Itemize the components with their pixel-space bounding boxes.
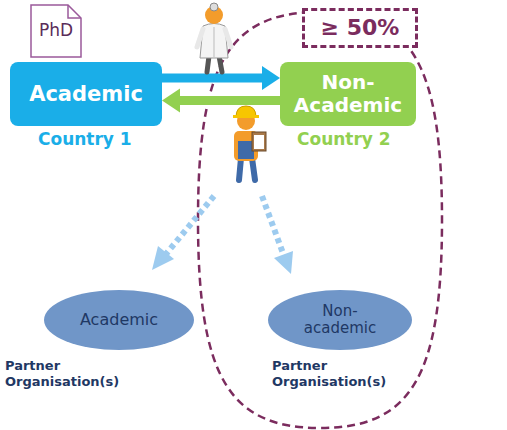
ellipse-fill [44, 290, 194, 350]
arm [225, 29, 231, 47]
head-mirror [210, 3, 218, 11]
coat-seam [214, 27, 215, 57]
green-arrow [162, 88, 280, 112]
partner-label: Partner Organisation(s) [5, 358, 135, 391]
arrow-shaft [180, 96, 280, 105]
leg [252, 158, 255, 180]
partner-ellipse: Non- academicPartner Organisation(s) [268, 290, 412, 350]
box-title: Academic [29, 81, 143, 107]
ellipse-label: Academic [80, 310, 158, 330]
percentage-box: ≥ 50% [302, 8, 418, 48]
arrow-head [274, 251, 293, 274]
document-page [31, 5, 81, 57]
dashed-arrows [152, 196, 293, 274]
country-label: Country 1 [38, 129, 178, 150]
dashed-arrow-right [262, 196, 284, 256]
partner-ellipse: AcademicPartner Organisation(s) [44, 290, 194, 350]
academic-box: AcademicCountry 1 [10, 62, 162, 126]
document-fold [68, 5, 81, 18]
arrow-head [262, 66, 280, 90]
country-label: Country 2 [297, 129, 437, 150]
ellipse-label: Non- academic [295, 303, 385, 338]
arm [197, 29, 203, 47]
percentage-label: ≥ 50% [321, 14, 400, 42]
clipboard-paper [254, 135, 264, 149]
worker-figure [233, 106, 266, 180]
ellipse-fill [268, 290, 412, 350]
arrow-shaft [162, 74, 262, 83]
arrow-head [162, 88, 180, 112]
box-title: Non- Academic [280, 71, 416, 117]
dashed-arrow-left [166, 196, 214, 254]
hat-brim [233, 115, 259, 118]
doctor-figure [197, 3, 231, 72]
document-label: PhD [39, 20, 73, 41]
partner-label: Partner Organisation(s) [272, 358, 402, 391]
document-icon: PhD [30, 4, 82, 58]
non-academic-box: Non- AcademicCountry 2 [280, 62, 416, 126]
leg [239, 158, 241, 180]
clipboard [252, 132, 266, 151]
arrow-head [152, 246, 174, 270]
